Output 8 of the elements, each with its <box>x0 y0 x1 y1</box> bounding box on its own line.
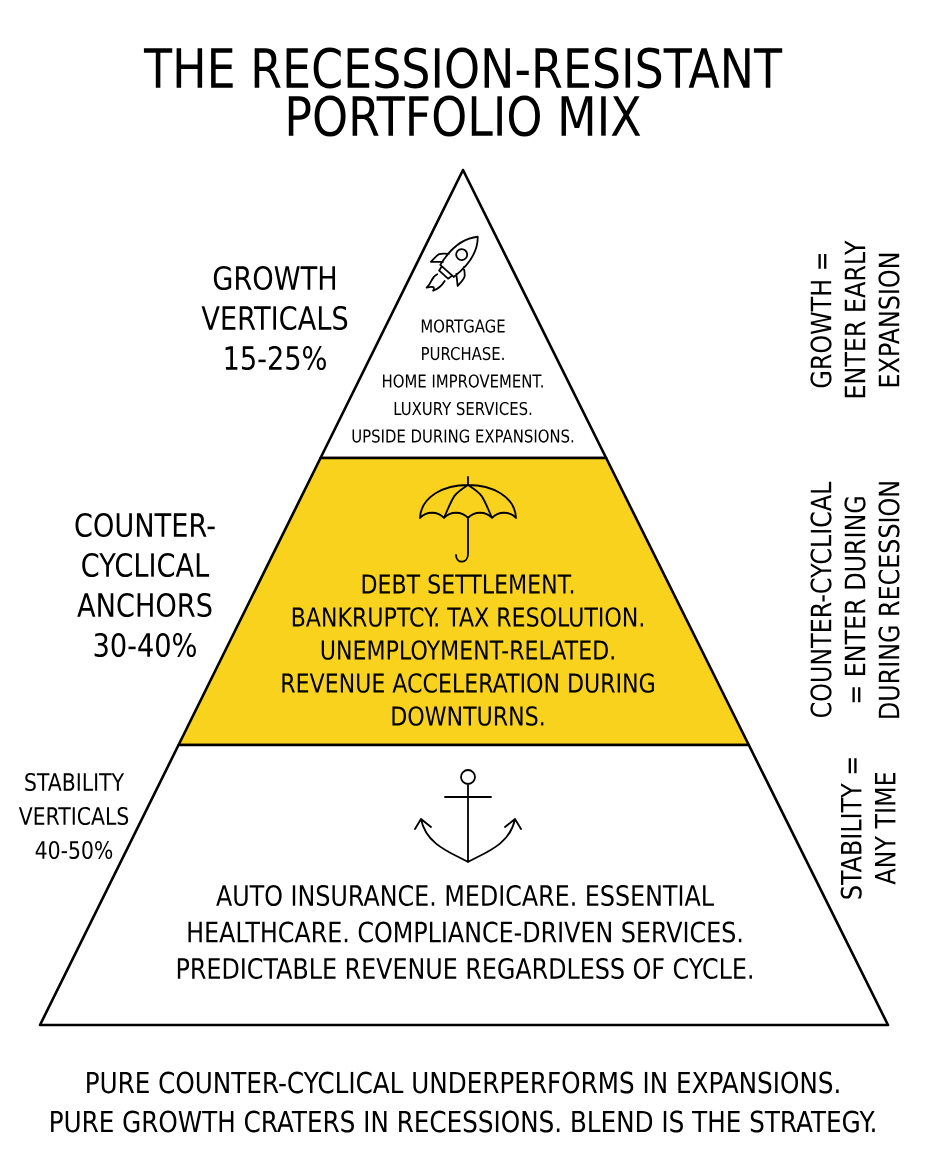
side-note: STABILITY = ANY TIME <box>840 758 896 899</box>
tier-label: GROWTH VERTICALS 15-25% <box>201 265 348 371</box>
side-note: COUNTER-CYCLICAL = ENTER DURING DURING RECESSION <box>810 481 900 718</box>
tier-label: STABILITY VERTICALS 40-50% <box>18 772 129 860</box>
caption: PURE COUNTER-CYCLICAL UNDERPERFORMS IN EXPANSIONS. PURE GROWTH CRATERS IN RECESSIONS. BLEND IS THE STRATEGY. <box>51 1071 875 1133</box>
tier-label: COUNTER-CYCLICAL ANCHORS 30-40% <box>75 512 215 658</box>
side-note: GROWTH = ENTER EARLY EXPANSION <box>810 240 900 398</box>
title: THE RECESSION-RESISTANT PORTFOLIO MIX <box>143 47 783 137</box>
